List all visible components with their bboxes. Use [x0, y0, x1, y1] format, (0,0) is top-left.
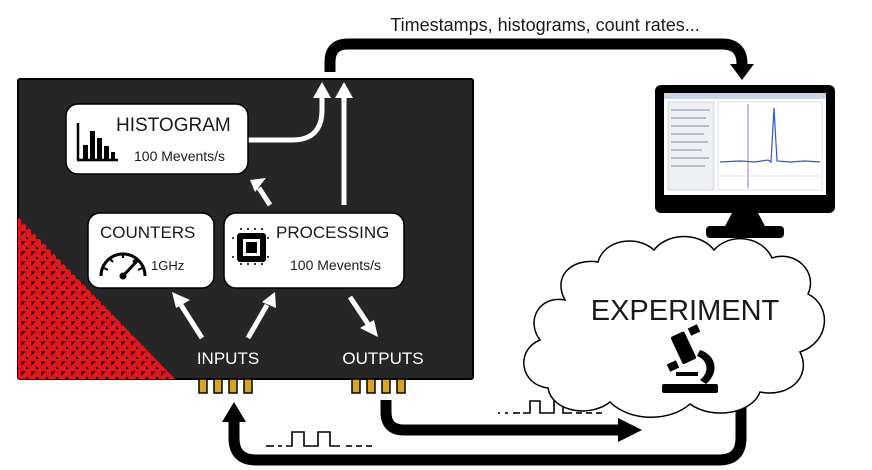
top-caption: Timestamps, histograms, count rates... — [390, 15, 699, 35]
processing-box: PROCESSING 100 Mevents/s — [223, 212, 405, 289]
microscope-icon — [662, 324, 718, 393]
speedometer-icon — [99, 252, 147, 280]
processing-rate: 100 Mevents/s — [290, 257, 381, 273]
histogram-icon — [76, 123, 118, 162]
output-signal-arrow — [380, 400, 642, 442]
counters-rate: 1GHz — [151, 258, 184, 273]
input-connectors — [198, 378, 253, 394]
histogram-title: HISTOGRAM — [116, 115, 231, 136]
counters-title: COUNTERS — [100, 223, 195, 242]
experiment-label: EXPERIMENT — [591, 295, 780, 327]
processing-title: PROCESSING — [276, 223, 389, 242]
histogram-box: HISTOGRAM 100 Mevents/s — [65, 103, 249, 175]
monitor-icon — [655, 85, 835, 238]
internal-arrows — [172, 82, 378, 340]
outputs-label: OUTPUTS — [342, 349, 423, 368]
inputs-label: INPUTS — [197, 349, 259, 368]
red-corner-accent — [18, 217, 175, 379]
results-arrow — [324, 38, 754, 80]
counters-box: COUNTERS 1GHz — [87, 212, 215, 289]
input-pulse-icon — [266, 431, 372, 447]
input-signal-arrow — [222, 402, 747, 466]
output-connectors — [351, 378, 406, 394]
experiment-cloud: EXPERIMENT — [523, 235, 825, 418]
histogram-rate: 100 Mevents/s — [134, 148, 225, 164]
output-pulse-icon — [498, 400, 602, 414]
chip-icon — [232, 228, 271, 268]
